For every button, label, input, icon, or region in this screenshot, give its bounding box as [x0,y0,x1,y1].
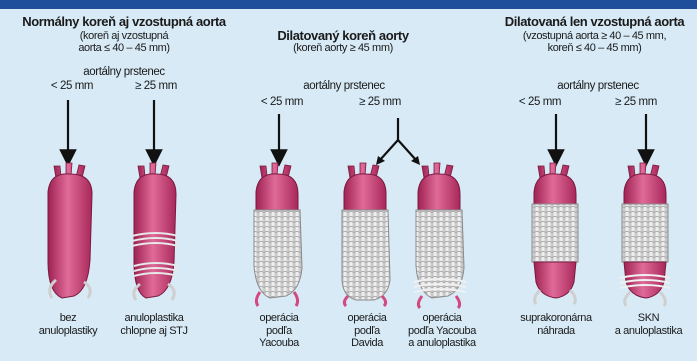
aorta-figure-5 [414,163,466,308]
caption-7: SKNa anuloplastika [600,312,697,337]
arrow-fork [380,118,416,160]
aorta-figure-4 [342,163,390,306]
caption-1: bezanuloplastiky [20,312,116,337]
aorta-figure-6 [532,163,578,304]
aorta-figure-1 [48,163,92,298]
aorta-figure-7 [620,163,670,306]
aorta-figure-3 [254,163,302,306]
caption-5: operáciapodľa Yacoubaa anuloplastika [396,312,488,350]
caption-3: operáciapodľaYacouba [234,312,324,350]
caption-2: anuloplastikachlopne aj STJ [106,312,202,337]
aorta-figure-2 [132,163,178,300]
caption-6: suprakoronárnanáhrada [508,312,604,337]
